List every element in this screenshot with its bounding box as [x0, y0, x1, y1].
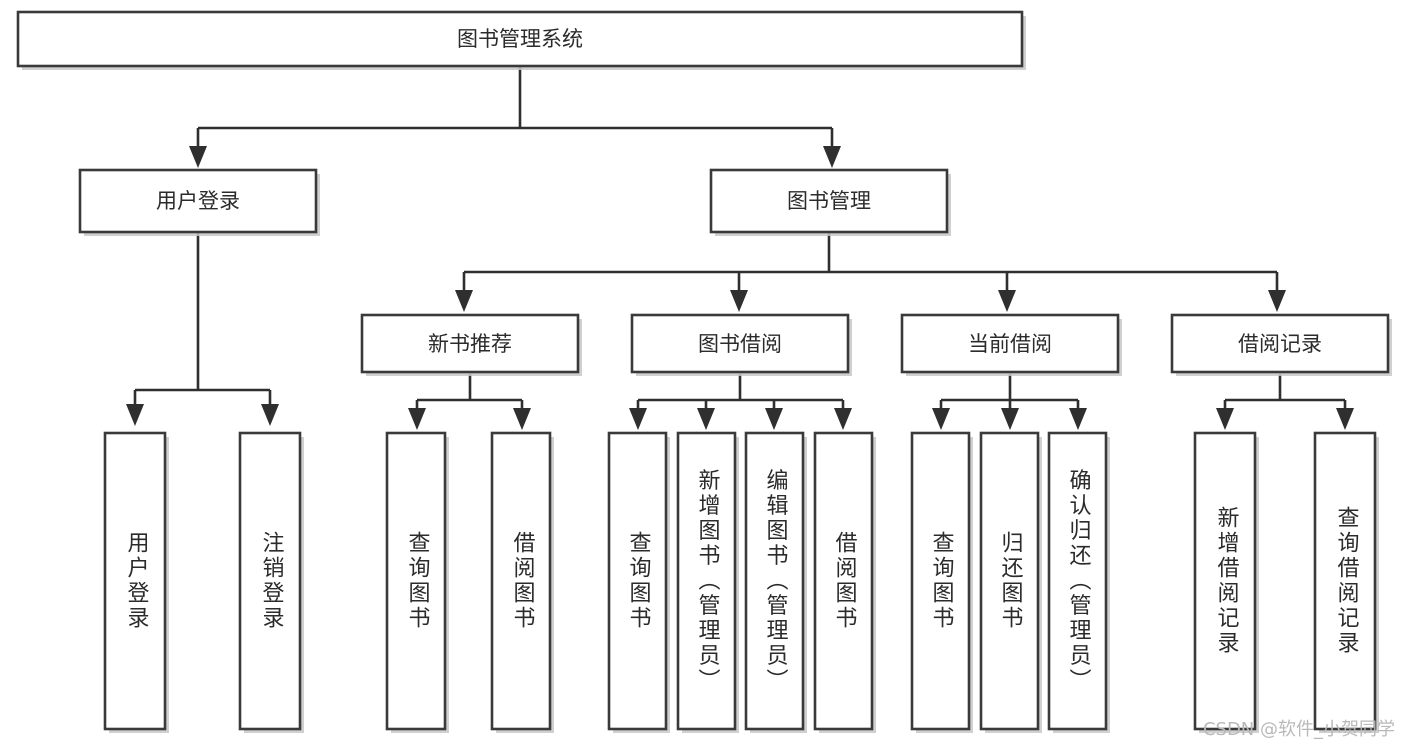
- node-new-book-recommend[interactable]: 新书推荐: [360, 313, 582, 376]
- node-leaf-add-record-label: 新增借阅记录: [1214, 506, 1240, 656]
- node-current-borrow[interactable]: 当前借阅: [900, 313, 1122, 376]
- node-leaf-query-book-3-label: 查询图书: [929, 531, 955, 631]
- node-user-login-label: 用户登录: [156, 189, 240, 213]
- connector-group-root: [189, 66, 841, 168]
- node-user-login[interactable]: 用户登录: [78, 168, 320, 236]
- arrow-leaf-query-book-2: [629, 408, 647, 430]
- arrow-leaf-borrow-book-1: [513, 408, 531, 430]
- arrow-leaf-edit-book: [765, 408, 783, 430]
- connector-group-borrow-record: [1216, 374, 1354, 430]
- arrow-leaf-add-record: [1216, 408, 1234, 430]
- node-borrow-record-label: 借阅记录: [1238, 332, 1322, 356]
- node-leaf-user-login-label: 用户登录: [124, 531, 150, 631]
- node-leaf-borrow-book-2-label: 借阅图书: [832, 531, 858, 631]
- arrow-leaf-user-login: [126, 404, 144, 426]
- node-leaf-add-book-label: 新增图书（管理员）: [695, 469, 721, 694]
- node-root[interactable]: 图书管理系统: [16, 10, 1026, 70]
- node-book-borrow-label: 图书借阅: [698, 332, 782, 356]
- arrow-leaf-add-book: [697, 408, 715, 430]
- arrow-to-current-borrow: [998, 290, 1016, 312]
- arrow-leaf-return-book: [1001, 408, 1019, 430]
- node-leaf-borrow-book-1-label: 借阅图书: [510, 531, 536, 631]
- node-leaf-query-book-2-label: 查询图书: [626, 531, 652, 631]
- node-root-label: 图书管理系统: [457, 27, 583, 51]
- node-leaf-confirm-return[interactable]: 确认归还（管理员）: [1047, 431, 1110, 733]
- arrow-to-user-login: [189, 146, 207, 168]
- node-leaf-return-book-label: 归还图书: [998, 531, 1024, 631]
- node-leaf-add-record[interactable]: 新增借阅记录: [1193, 431, 1259, 733]
- node-current-borrow-label: 当前借阅: [968, 332, 1052, 356]
- arrow-to-book-manage: [823, 146, 841, 168]
- arrow-leaf-query-book-1: [408, 408, 426, 430]
- node-leaf-query-record[interactable]: 查询借阅记录: [1313, 431, 1379, 733]
- node-new-book-recommend-label: 新书推荐: [428, 332, 512, 356]
- connector-group-user-login: [126, 232, 279, 426]
- node-leaf-query-book-2[interactable]: 查询图书: [607, 431, 670, 733]
- arrow-to-borrow-record: [1268, 290, 1286, 312]
- node-leaf-query-book-1[interactable]: 查询图书: [385, 431, 449, 733]
- node-leaf-query-book-3[interactable]: 查询图书: [910, 431, 973, 733]
- connector-group-book-manage: [455, 232, 1286, 312]
- node-leaf-query-record-label: 查询借阅记录: [1334, 506, 1360, 656]
- arrow-leaf-user-logout: [261, 404, 279, 426]
- node-leaf-edit-book[interactable]: 编辑图书（管理员）: [744, 431, 807, 733]
- connector-group-current-borrow: [932, 374, 1087, 430]
- arrow-leaf-confirm-return: [1069, 408, 1087, 430]
- node-leaf-confirm-return-label: 确认归还（管理员）: [1066, 469, 1092, 694]
- node-leaf-user-logout-label: 注销登录: [259, 531, 285, 631]
- node-leaf-borrow-book-2[interactable]: 借阅图书: [813, 431, 876, 733]
- node-leaf-return-book[interactable]: 归还图书: [979, 431, 1042, 733]
- arrow-leaf-borrow-book-2: [834, 408, 852, 430]
- node-book-borrow[interactable]: 图书借阅: [630, 313, 852, 376]
- connector-group-book-borrow: [629, 374, 852, 430]
- arrow-leaf-query-record: [1336, 408, 1354, 430]
- arrow-leaf-query-book-3: [932, 408, 950, 430]
- node-book-manage-label: 图书管理: [787, 189, 871, 213]
- node-leaf-user-logout[interactable]: 注销登录: [238, 431, 304, 733]
- node-leaf-query-book-1-label: 查询图书: [405, 531, 431, 631]
- node-leaf-borrow-book-1[interactable]: 借阅图书: [490, 431, 554, 733]
- arrow-to-book-borrow: [730, 290, 748, 312]
- node-leaf-add-book[interactable]: 新增图书（管理员）: [676, 431, 739, 733]
- node-borrow-record[interactable]: 借阅记录: [1170, 313, 1392, 376]
- arrow-to-new-book-recommend: [455, 290, 473, 312]
- node-leaf-user-login[interactable]: 用户登录: [103, 431, 169, 733]
- node-book-manage[interactable]: 图书管理: [709, 168, 951, 236]
- connector-group-new-book-recommend: [408, 374, 531, 430]
- node-leaf-edit-book-label: 编辑图书（管理员）: [763, 469, 789, 694]
